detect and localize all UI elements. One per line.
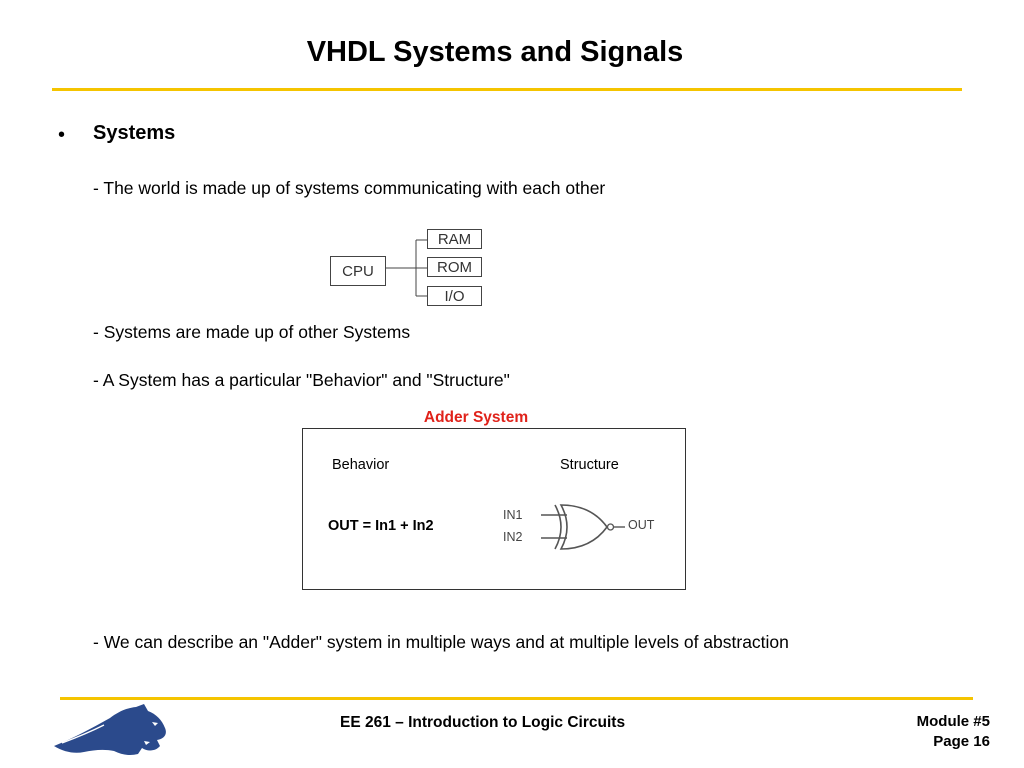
behavior-equation: OUT = In1 + In2 xyxy=(328,518,434,534)
footer-page-number: Page 16 xyxy=(933,733,990,750)
bullet-marker: • xyxy=(58,124,66,146)
adder-system-box: Behavior Structure OUT = In1 + In2 IN1 I… xyxy=(302,428,686,590)
text-line-3: - A System has a particular "Behavior" a… xyxy=(93,370,510,390)
gate-input-in2: IN2 xyxy=(503,530,523,544)
gate-input-in1: IN1 xyxy=(503,508,523,522)
bobcat-logo-icon xyxy=(54,704,166,755)
slide-title: VHDL Systems and Signals xyxy=(306,36,684,68)
structure-label: Structure xyxy=(560,457,619,473)
adder-system-title: Adder System xyxy=(423,409,529,426)
xor-gate-icon xyxy=(541,504,625,550)
system-diagram: CPU RAM ROM I/O xyxy=(320,226,490,308)
footer-course-title: EE 261 – Introduction to Logic Circuits xyxy=(340,714,626,731)
text-line-2: - Systems are made up of other Systems xyxy=(93,322,411,342)
cpu-block: CPU xyxy=(330,256,386,286)
system-diagram-connectors xyxy=(386,239,427,297)
footer-page-info: Module #5 Page 16 xyxy=(880,712,990,752)
text-line-1: - The world is made up of systems commun… xyxy=(93,178,606,198)
footer-divider xyxy=(60,697,973,700)
footer-module-number: Module #5 xyxy=(916,713,990,730)
behavior-label: Behavior xyxy=(332,457,390,473)
gate-output-out: OUT xyxy=(628,518,655,532)
bullet-heading: Systems xyxy=(93,122,176,144)
ram-block: RAM xyxy=(427,229,482,249)
io-block: I/O xyxy=(427,286,482,306)
rom-block: ROM xyxy=(427,257,482,277)
title-divider xyxy=(52,88,962,91)
text-line-4: - We can describe an "Adder" system in m… xyxy=(93,632,789,652)
